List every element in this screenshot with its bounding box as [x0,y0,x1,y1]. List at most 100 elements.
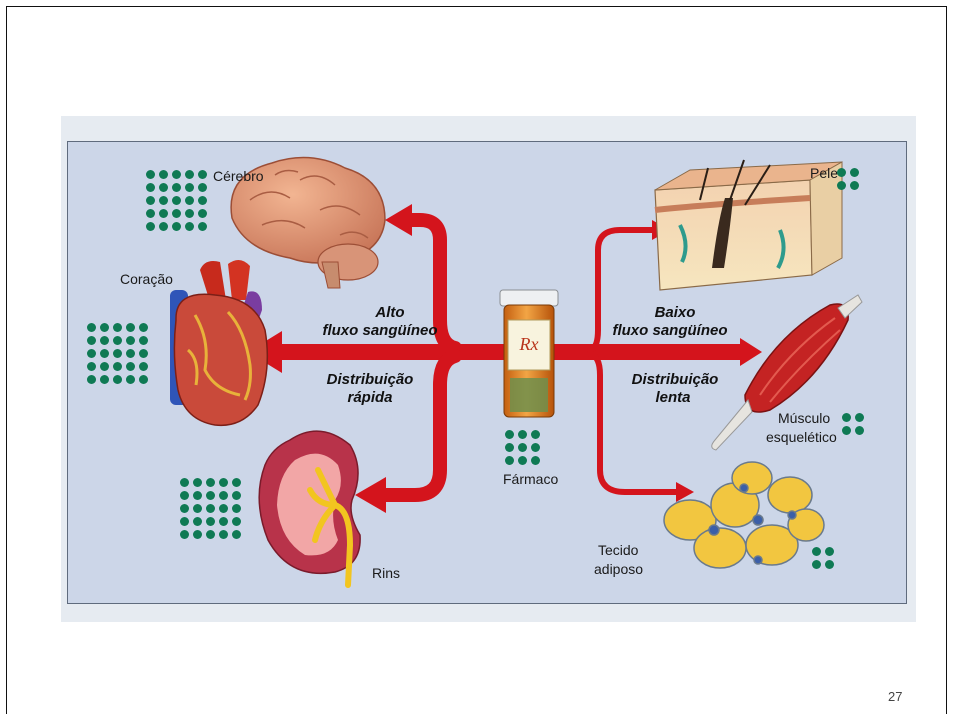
drug-dot [139,362,148,371]
drug-dot [855,426,864,435]
drug-dot [87,375,96,384]
label-coracao: Coração [120,271,173,288]
dot-grid-pele [837,168,859,190]
right-flow-line2: fluxo sangüíneo [595,322,745,340]
drug-dot [198,183,207,192]
drug-dot [193,530,202,539]
drug-dot [812,560,821,569]
drug-dot [185,170,194,179]
label-tecido-line2: adiposo [594,561,643,578]
drug-dot [172,183,181,192]
drug-dot [100,375,109,384]
drug-dot [855,413,864,422]
page-number: 27 [888,689,902,704]
drug-dot [232,491,241,500]
right-flow-line1: Baixo [600,304,750,322]
drug-dot [180,491,189,500]
drug-dot [518,430,527,439]
drug-dot [825,547,834,556]
dot-grid-rins [180,478,241,539]
drug-dot [842,426,851,435]
drug-dot [113,349,122,358]
drug-dot [113,362,122,371]
drug-dot [180,530,189,539]
drug-dot [193,517,202,526]
drug-dot [198,222,207,231]
drug-dot [219,478,228,487]
dot-grid-tecido [812,547,834,569]
arrow-head-fat [676,482,694,502]
drug-dot [185,196,194,205]
drug-dot [159,209,168,218]
drug-dot [159,183,168,192]
adipose-illustration [664,462,824,568]
label-tecido-line1: Tecido [598,542,638,559]
drug-dot [206,504,215,513]
drug-dot [185,183,194,192]
drug-dot [180,504,189,513]
drug-dot [232,504,241,513]
drug-dot [87,362,96,371]
drug-dot [850,181,859,190]
drug-dot [837,181,846,190]
drug-dot [206,517,215,526]
drug-dot [146,209,155,218]
drug-dot [812,547,821,556]
heart-illustration [170,260,267,425]
drug-dot [193,491,202,500]
left-flow-line3: Distribuição [295,371,445,389]
dot-grid-musculo [842,413,864,435]
drug-dot [139,323,148,332]
drug-dot [219,530,228,539]
drug-dot [232,530,241,539]
drug-dot [180,517,189,526]
drug-dot [113,375,122,384]
drug-dot [531,430,540,439]
label-pele: Pele [810,165,838,182]
drug-dot [146,222,155,231]
drug-dot [172,196,181,205]
drug-dot [198,196,207,205]
drug-dot [842,413,851,422]
drug-dot [159,196,168,205]
left-flow-line4: rápida [295,389,445,407]
left-flow-line1: Alto [315,304,465,322]
drug-dot [87,336,96,345]
drug-dot [198,170,207,179]
drug-dot [126,336,135,345]
label-farmaco: Fármaco [503,471,558,488]
drug-dot [172,222,181,231]
drug-dot [219,491,228,500]
drug-dot [126,362,135,371]
drug-dot [185,209,194,218]
drug-dot [206,530,215,539]
dot-grid-farmaco [505,430,540,465]
drug-dot [126,323,135,332]
drug-dot [126,375,135,384]
drug-dot [172,209,181,218]
drug-dot [139,349,148,358]
drug-dot [159,170,168,179]
drug-dot [219,504,228,513]
drug-dot [113,336,122,345]
drug-dot [232,478,241,487]
drug-dot [193,504,202,513]
drug-dot [518,456,527,465]
rx-symbol: Rx [519,334,539,354]
left-flow-line2: fluxo sangüíneo [305,322,455,340]
drug-dot [198,209,207,218]
drug-dot [505,443,514,452]
drug-dot [193,478,202,487]
drug-dot [219,517,228,526]
drug-dot [172,170,181,179]
drug-dot [100,349,109,358]
drug-dot [206,478,215,487]
arrow-head-kidney [355,477,386,513]
drug-dot [126,349,135,358]
arrow-head-muscle [740,338,762,366]
drug-dot [100,323,109,332]
drug-dot [185,222,194,231]
drug-dot [505,430,514,439]
drug-dot [100,336,109,345]
drug-dot [232,517,241,526]
